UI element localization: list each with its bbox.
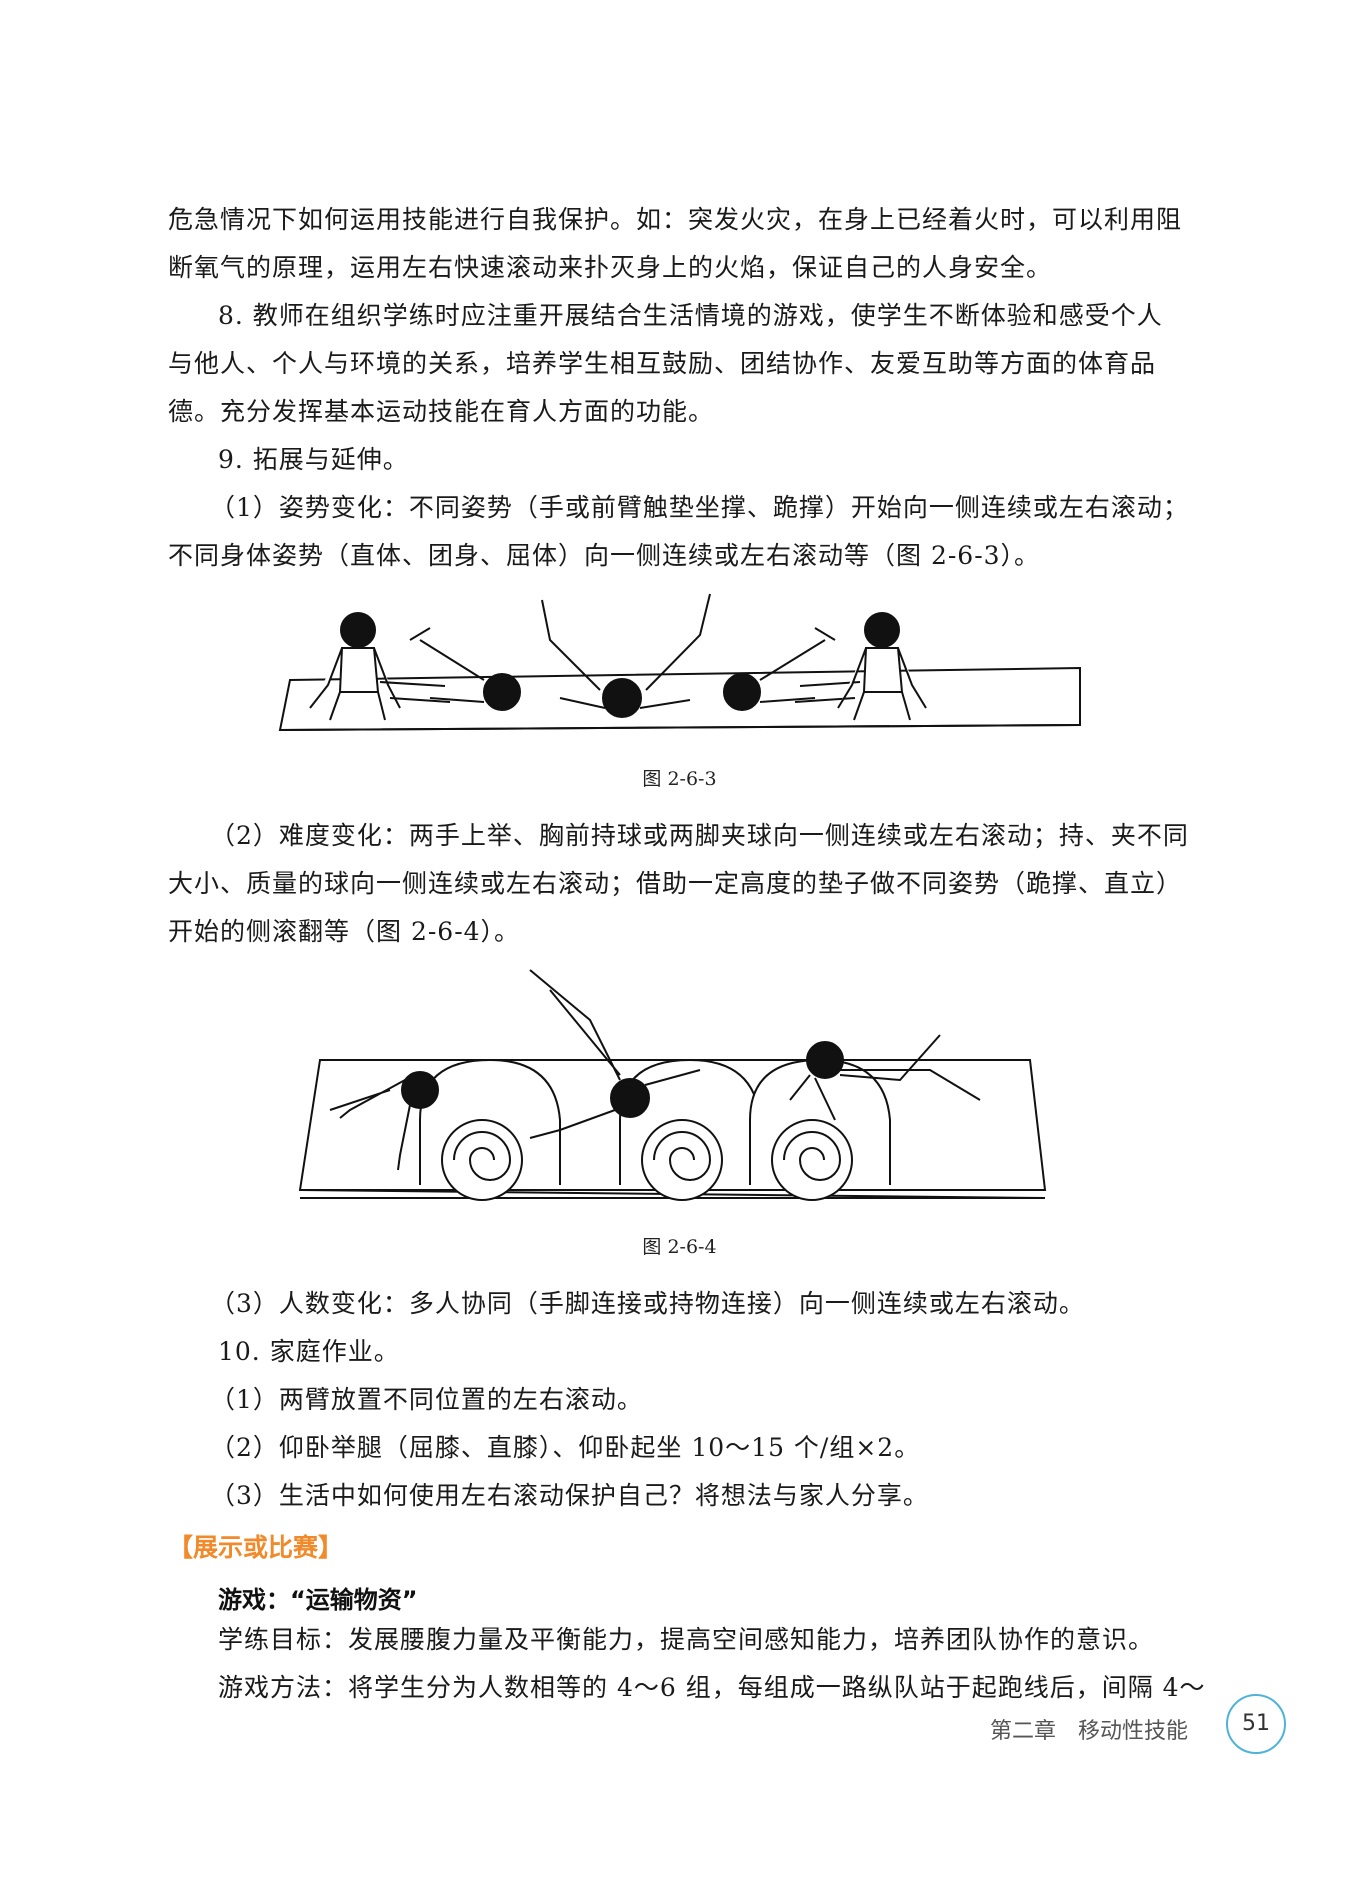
figure-2-6-4-illustration xyxy=(298,969,1047,1201)
paragraph-line: 德。充分发挥基本运动技能在育人方面的功能。 xyxy=(168,397,715,426)
paragraph-line: 危急情况下如何运用技能进行自我保护。如：突发火灾，在身上已经着火时，可以利用阻 xyxy=(168,205,1183,234)
paragraph-line: 开始的侧滚翻等（图 2-6-4）。 xyxy=(168,917,521,946)
paragraph-line: （1）两臂放置不同位置的左右滚动。 xyxy=(210,1385,643,1414)
paragraph-line: （3）人数变化：多人协同（手脚连接或持物连接）向一侧连续或左右滚动。 xyxy=(210,1289,1085,1318)
game-title: 游戏：“运输物资” xyxy=(218,1586,418,1614)
paragraph-line: 断氧气的原理，运用左右快速滚动来扑灭身上的火焰，保证自己的人身安全。 xyxy=(168,253,1053,282)
paragraph-line: 9. 拓展与延伸。 xyxy=(218,445,409,474)
chapter-title: 第二章 移动性技能 xyxy=(990,1719,1189,1744)
paragraph-line: （3）生活中如何使用左右滚动保护自己？将想法与家人分享。 xyxy=(210,1481,929,1510)
paragraph-line: 大小、质量的球向一侧连续或左右滚动；借助一定高度的垫子做不同姿势（跪撑、直立） xyxy=(168,869,1183,898)
paragraph-line: 与他人、个人与环境的关系，培养学生相互鼓励、团结协作、友爱互助等方面的体育品 xyxy=(168,349,1157,378)
section-heading: 【展示或比赛】 xyxy=(168,1533,344,1562)
paragraph-line: 学练目标：发展腰腹力量及平衡能力，提高空间感知能力，培养团队协作的意识。 xyxy=(218,1625,1155,1654)
paragraph-line: 10. 家庭作业。 xyxy=(218,1337,400,1366)
page-number: 51 xyxy=(1226,1694,1286,1754)
paragraph-line: 8. 教师在组织学练时应注重开展结合生活情境的游戏，使学生不断体验和感受个人 xyxy=(218,301,1163,330)
paragraph-line: 不同身体姿势（直体、团身、屈体）向一侧连续或左右滚动等（图 2-6-3）。 xyxy=(168,541,1041,570)
figure-2-6-3-illustration xyxy=(278,593,1081,732)
paragraph-line: 游戏方法：将学生分为人数相等的 4～6 组，每组成一路纵队站于起跑线后，间隔 4… xyxy=(218,1673,1206,1702)
paragraph-line: （1）姿势变化：不同姿势（手或前臂触垫坐撑、跪撑）开始向一侧连续或左右滚动； xyxy=(210,493,1189,522)
paragraph-line: （2）难度变化：两手上举、胸前持球或两脚夹球向一侧连续或左右滚动；持、夹不同 xyxy=(210,821,1189,850)
paragraph-line: （2）仰卧举腿（屈膝、直膝）、仰卧起坐 10～15 个/组×2。 xyxy=(210,1433,921,1462)
figure-caption: 图 2-6-3 xyxy=(642,768,717,790)
figure-caption: 图 2-6-4 xyxy=(642,1236,717,1258)
